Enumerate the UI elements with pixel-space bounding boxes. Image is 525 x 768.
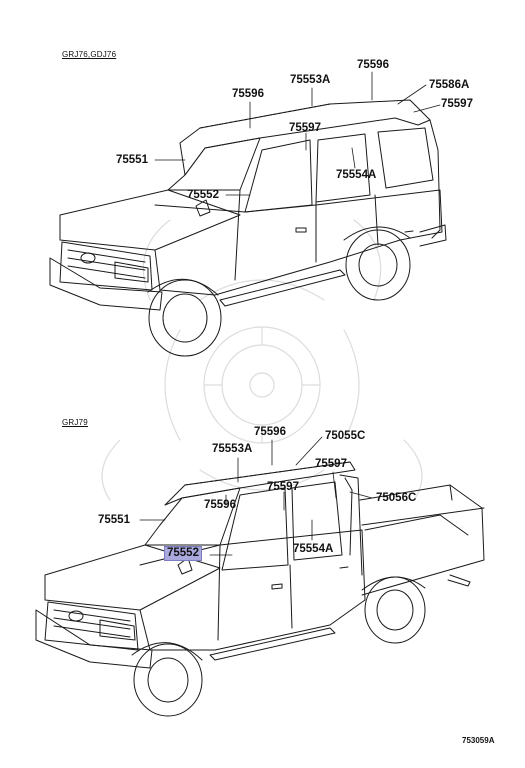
callout-top-75552[interactable]: 75552 <box>187 189 219 201</box>
top-leader-lines <box>154 71 441 196</box>
callout-bottom-75597-b[interactable]: 75597 <box>267 481 299 493</box>
section-label-bottom: GRJ79 <box>62 418 88 427</box>
callout-top-75596-b[interactable]: 75596 <box>357 59 389 71</box>
drawing-code: 753059A <box>462 736 495 745</box>
callout-bottom-75596-b[interactable]: 75596 <box>204 499 236 511</box>
callout-top-75551[interactable]: 75551 <box>116 154 148 166</box>
callout-bottom-75056c[interactable]: 75056C <box>376 492 417 504</box>
callout-top-75596-a[interactable]: 75596 <box>232 88 264 100</box>
pickup-drawing <box>35 461 485 717</box>
callout-bottom-75553a[interactable]: 75553A <box>212 443 253 455</box>
callout-top-75554a[interactable]: 75554A <box>336 169 377 181</box>
section-label-top: GRJ76,GDJ76 <box>62 50 117 59</box>
bottom-leader-lines <box>139 436 373 556</box>
callout-top-75586a[interactable]: 75586A <box>429 79 470 91</box>
callout-top-75597-b[interactable]: 75597 <box>289 122 321 134</box>
callout-bottom-75055c[interactable]: 75055C <box>325 430 366 442</box>
callout-top-75597-a[interactable]: 75597 <box>441 98 473 110</box>
callout-top-75553a[interactable]: 75553A <box>290 74 331 86</box>
suv-drawing <box>49 99 447 357</box>
callout-bottom-75552-highlighted[interactable]: 75552 <box>164 546 202 561</box>
callout-bottom-75597-a[interactable]: 75597 <box>315 458 347 470</box>
callout-bottom-75551[interactable]: 75551 <box>98 514 130 526</box>
callout-bottom-75554a[interactable]: 75554A <box>293 543 334 555</box>
callout-bottom-75596-a[interactable]: 75596 <box>254 426 286 438</box>
